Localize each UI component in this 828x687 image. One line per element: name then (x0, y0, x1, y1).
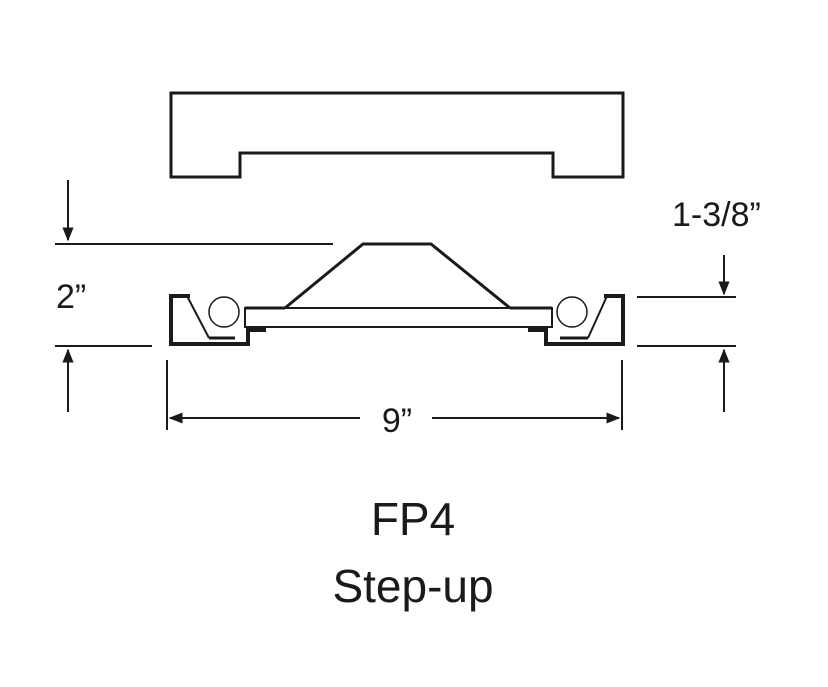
left-gasket (208, 296, 240, 328)
step-cap (169, 91, 625, 179)
height-total-label: 2” (56, 278, 86, 316)
height-frame-label: 1-3/8” (672, 196, 761, 234)
right-frame (544, 294, 625, 346)
base-plate (244, 307, 553, 328)
model-label: FP4 (371, 493, 455, 545)
type-label: Step-up (332, 560, 493, 612)
left-frame (169, 294, 250, 346)
right-gasket (556, 296, 588, 328)
width-label: 9” (382, 402, 412, 440)
domed-cover (284, 242, 511, 310)
